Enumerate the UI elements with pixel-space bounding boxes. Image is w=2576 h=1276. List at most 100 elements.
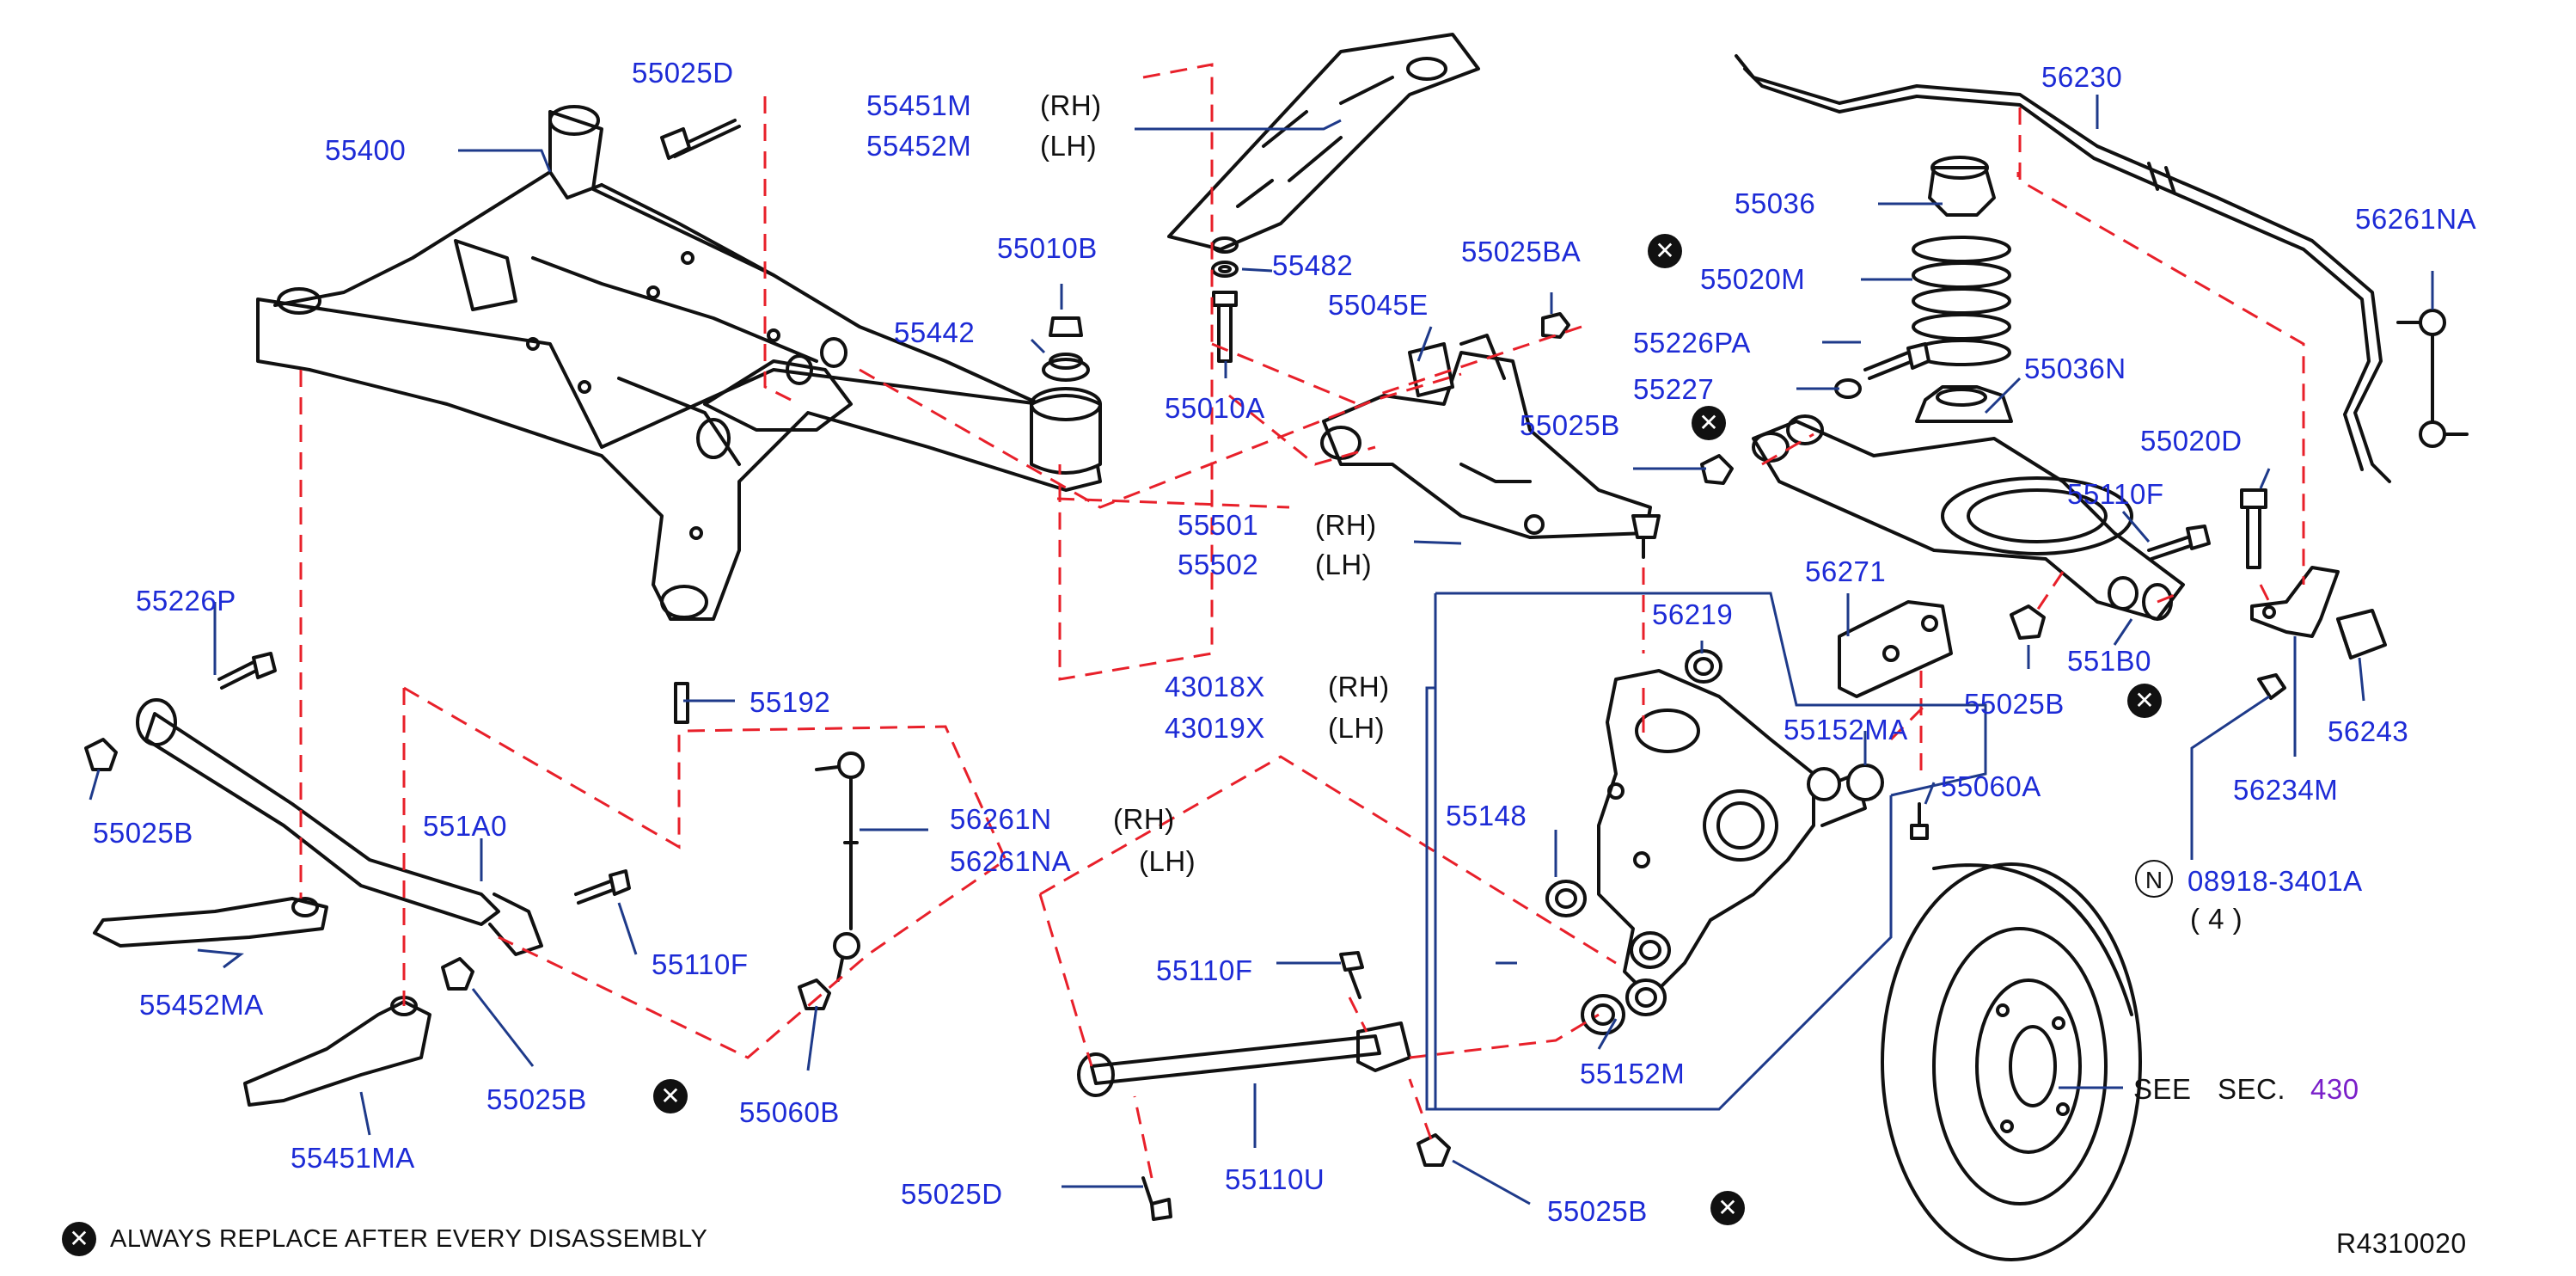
label-55452M: 55452M — [866, 130, 972, 162]
bushing-56243 — [2336, 609, 2387, 659]
bracket-55451M — [1167, 33, 1480, 254]
label-55025BA: 55025BA — [1461, 236, 1582, 267]
bolt-55110F-left — [574, 869, 631, 905]
nut-55025BA — [1541, 312, 1570, 339]
nut-55025B-bottom-left — [441, 957, 474, 991]
bolt-55192 — [674, 682, 689, 724]
label-lh-55502: (LH) — [1315, 549, 1373, 580]
clamp-56234M — [2250, 566, 2340, 638]
label-55152MA: 55152MA — [1784, 714, 1908, 745]
label-55010A: 55010A — [1165, 392, 1265, 424]
n-symbol: N — [2135, 860, 2173, 898]
lower-arm-551B0 — [1752, 414, 2185, 621]
nut-55025B-bottom — [1416, 1133, 1451, 1167]
bracket-55451MA — [243, 996, 431, 1107]
label-55010B: 55010B — [997, 232, 1098, 264]
nut-55025B-left — [84, 738, 118, 771]
bolt-55226P — [217, 652, 277, 690]
replace-mark-icon: ✕ — [1710, 1191, 1745, 1225]
bolt-55060A — [1910, 802, 1929, 840]
label-56261NA: 56261NA — [950, 845, 1072, 877]
stabilizer-bar-56230 — [1735, 54, 2391, 483]
lateral-link-551A0 — [136, 698, 543, 956]
bracket-56271 — [1838, 600, 1953, 698]
label-56230: 56230 — [2041, 61, 2123, 93]
nut-55025B-right — [2010, 604, 2046, 640]
label-55148: 55148 — [1446, 800, 1527, 831]
label-55502: 55502 — [1178, 549, 1259, 580]
bolt-55010A — [1212, 291, 1238, 363]
label-55045E: 55045E — [1328, 289, 1429, 321]
label-55226PA: 55226PA — [1633, 327, 1751, 359]
label-56234M: 56234M — [2233, 774, 2339, 806]
bolt-55110F-right — [2147, 525, 2211, 561]
bolt-55025D-bottom — [1141, 1176, 1172, 1221]
label-55020M: 55020M — [1700, 263, 1806, 295]
nut-08918-3401A — [2257, 673, 2286, 700]
label-55451MA: 55451MA — [291, 1142, 415, 1174]
knuckle-43018X — [1597, 669, 1867, 999]
subframe-55400 — [256, 105, 1102, 621]
nut-55025B-mid — [1700, 454, 1734, 485]
stabilizer-link-56261N — [815, 751, 865, 982]
label-quantity: ( 4 ) — [2190, 903, 2243, 935]
label-rh-56261N: (RH) — [1113, 803, 1175, 835]
label-55110F-right: 55110F — [2067, 478, 2164, 510]
label-55227: 55227 — [1633, 373, 1715, 405]
legend-text: ALWAYS REPLACE AFTER EVERY DISASSEMBLY — [110, 1225, 708, 1253]
label-55025D-top: 55025D — [632, 57, 734, 89]
bracket-55452MA — [93, 897, 328, 948]
label-55110U: 55110U — [1225, 1163, 1325, 1195]
label-08918-3401A: 08918-3401A — [2187, 865, 2363, 897]
connection-lines — [299, 63, 2305, 1179]
bolt-55020D — [2240, 488, 2267, 569]
legend-replace-icon: ✕ — [62, 1222, 96, 1256]
label-55036N: 55036N — [2024, 353, 2126, 384]
label-55025B-mid: 55025B — [1520, 409, 1620, 441]
spring-seat-55036 — [1928, 156, 1996, 217]
replace-mark-icon: ✕ — [653, 1079, 688, 1113]
label-55152M: 55152M — [1580, 1058, 1686, 1089]
label-55025B-bottom-left: 55025B — [486, 1083, 587, 1115]
label-56261NA-right: 56261NA — [2355, 203, 2477, 235]
label-55110F-bottom: 55110F — [1156, 954, 1253, 986]
leader-lines — [89, 95, 2434, 1205]
label-rh-55501: (RH) — [1315, 509, 1377, 541]
bushing-55148 — [1545, 880, 1587, 917]
label-551A0: 551A0 — [423, 810, 507, 842]
coil-spring-55020M — [1912, 236, 2011, 366]
bushing-55442 — [1030, 316, 1102, 475]
label-56219: 56219 — [1652, 598, 1734, 630]
label-section-430: 430 — [2310, 1073, 2359, 1105]
bolt-55226PA — [1863, 342, 1930, 380]
label-55226P: 55226P — [136, 585, 236, 617]
label-rh-43018X: (RH) — [1328, 671, 1390, 702]
label-56271: 56271 — [1805, 555, 1887, 587]
label-55060B: 55060B — [739, 1096, 840, 1128]
label-55192: 55192 — [750, 686, 831, 718]
label-55025D-bottom: 55025D — [901, 1178, 1003, 1210]
label-551B0: 551B0 — [2067, 645, 2151, 677]
label-56261N: 56261N — [950, 803, 1052, 835]
washer-55227 — [1834, 378, 1862, 399]
lower-seat-55036N — [1915, 385, 2013, 423]
label-43018X: 43018X — [1165, 671, 1265, 702]
label-55452MA: 55452MA — [139, 989, 264, 1021]
label-see: SEE — [2133, 1073, 2192, 1105]
label-56243: 56243 — [2328, 715, 2409, 747]
stabilizer-link-56261NA-right — [2396, 309, 2469, 448]
label-55025B-left: 55025B — [93, 817, 193, 849]
bushing-55152MA — [1807, 764, 1884, 801]
label-lh-43019X: (LH) — [1328, 712, 1386, 744]
label-lh-56261NA: (LH) — [1139, 845, 1196, 877]
link-55110U — [1077, 1021, 1411, 1097]
bushings-55152M — [1581, 931, 1671, 1035]
label-55482: 55482 — [1272, 249, 1354, 281]
bolt-55025D-top — [660, 119, 741, 160]
label-55036: 55036 — [1735, 187, 1816, 219]
label-43019X: 43019X — [1165, 712, 1265, 744]
label-sec: SEC. — [2218, 1073, 2286, 1105]
label-55442: 55442 — [894, 316, 976, 348]
replace-mark-icon: ✕ — [1648, 234, 1682, 268]
